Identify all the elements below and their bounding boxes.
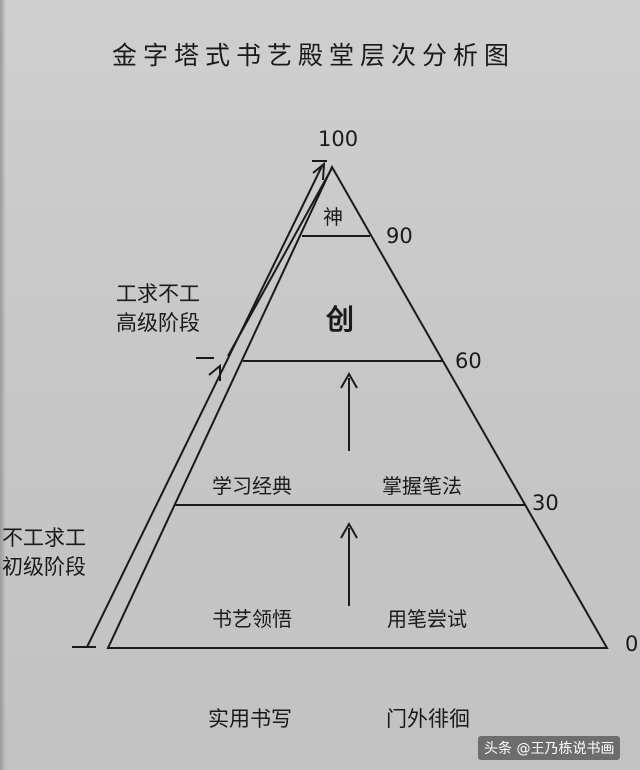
scale-100: 100 xyxy=(318,127,359,151)
watermark: 头条 @王乃栋说书画 xyxy=(478,736,621,760)
scale-90: 90 xyxy=(386,224,413,248)
tier-lower-left-label: 书艺领悟 xyxy=(212,607,292,631)
tier-apex-label: 神 xyxy=(323,205,343,229)
page-edge-shadow xyxy=(0,0,6,770)
side-label-advanced-line1: 工求不工 xyxy=(116,282,200,306)
ascent-line-outer xyxy=(86,165,323,648)
diagram-title: 金字塔式书艺殿堂层次分析图 xyxy=(112,41,516,70)
ascent-mid-arrowhead xyxy=(208,363,221,381)
tier-middle-right-label: 掌握笔法 xyxy=(382,474,462,498)
base-label-left: 实用书写 xyxy=(208,707,292,731)
side-label-advanced: 工求不工 高级阶段 xyxy=(116,280,200,338)
side-label-beginner-line2: 初级阶段 xyxy=(2,555,86,579)
ascent-arrowhead xyxy=(312,161,326,181)
tier-upper-label: 创 xyxy=(326,303,355,336)
side-label-beginner-line1: 不工求工 xyxy=(2,526,86,550)
pyramid-outline xyxy=(106,164,609,649)
base-label-right: 门外徘徊 xyxy=(386,707,470,731)
arrow-up-upper-head xyxy=(340,371,358,389)
side-label-advanced-line2: 高级阶段 xyxy=(116,311,200,335)
side-label-beginner: 不工求工 初级阶段 xyxy=(2,524,86,582)
arrow-up-lower-head xyxy=(340,521,358,539)
scale-0: 0 xyxy=(625,632,639,656)
tier-middle-left-label: 学习经典 xyxy=(212,474,292,498)
tier-lower-right-label: 用笔尝试 xyxy=(387,607,467,631)
scale-60: 60 xyxy=(455,349,482,373)
ascent-line-inner xyxy=(227,167,333,357)
scale-30: 30 xyxy=(532,491,559,515)
